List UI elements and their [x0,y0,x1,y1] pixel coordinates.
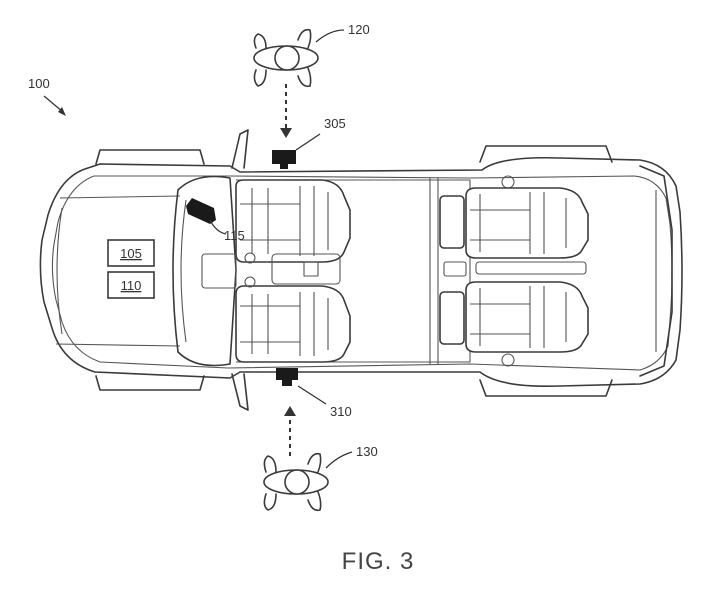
front-seat-right [236,286,350,362]
user-130-figure: 130 [264,444,378,510]
module-110: 110 [108,272,154,298]
svg-text:305: 305 [324,116,346,131]
svg-text:110: 110 [121,278,142,293]
rear-center-console [444,262,586,276]
rear-seat-right [440,282,588,352]
sensor-305: 305 [272,116,346,169]
user-120-figure: 120 [254,22,370,86]
svg-text:310: 310 [330,404,352,419]
svg-text:115: 115 [224,228,245,243]
module-105: 105 [108,240,154,266]
label-vehicle: 100 [28,76,50,91]
user-120-dashed-arrow [280,84,292,138]
svg-text:105: 105 [120,246,142,261]
svg-text:130: 130 [356,444,378,459]
user-130-dashed-arrow [284,406,296,456]
front-seat-left [236,180,350,262]
figure-caption: FIG. 3 [342,548,415,575]
rear-seat-left [440,188,588,258]
vehicle-label-arrow [44,96,66,116]
svg-text:120: 120 [348,22,370,37]
